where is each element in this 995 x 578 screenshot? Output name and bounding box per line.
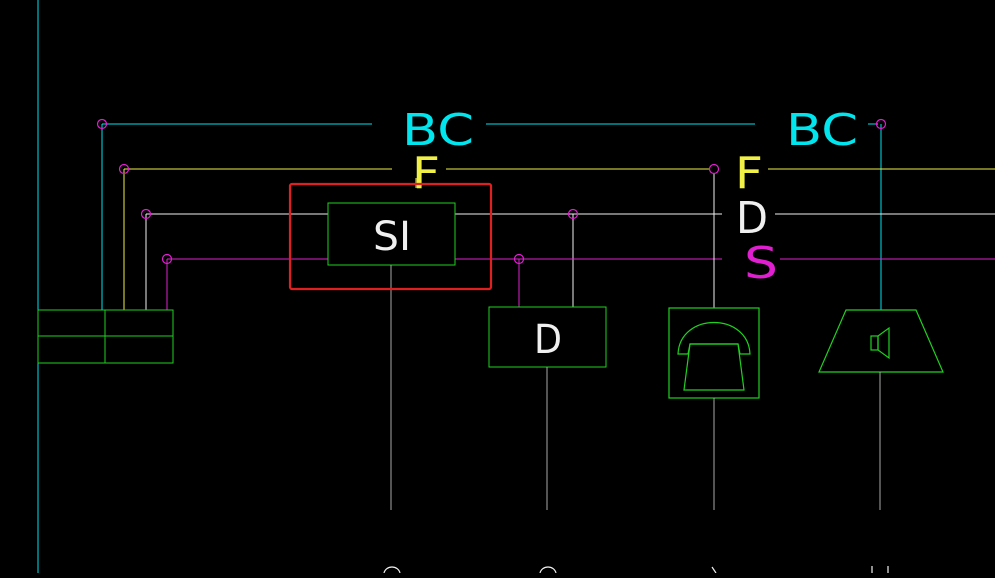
bus-label-f-right: F [735, 148, 763, 199]
speaker-icon [870, 326, 890, 360]
bc-node-left [96, 118, 108, 130]
bus-label-bc-right: BC [786, 105, 858, 156]
terminal-block [37, 309, 174, 364]
bus-label-s-right: S [744, 238, 778, 289]
selection-highlight [288, 182, 493, 291]
bus-label-d-right: D [736, 193, 768, 244]
bus-label-f-left: F [412, 148, 440, 199]
telephone-icon [677, 322, 751, 391]
bc-node-right [875, 118, 887, 130]
cut-off-labels [383, 566, 889, 574]
si-device-label: SI [373, 214, 411, 260]
f-node-left [118, 163, 130, 175]
detector-device-label: D [534, 317, 562, 363]
bus-s [166, 258, 995, 310]
bus-d [145, 213, 995, 310]
s-node-left [161, 253, 173, 265]
speaker-device[interactable] [818, 309, 944, 373]
bus-f [123, 168, 995, 310]
d-node-left [140, 208, 152, 220]
bus-bc [101, 123, 882, 310]
d-node-detector [567, 208, 579, 220]
f-node-phone [708, 163, 720, 175]
s-node-detector [513, 253, 525, 265]
telephone-device[interactable] [668, 307, 760, 399]
bus-label-bc-left: BC [402, 105, 474, 156]
